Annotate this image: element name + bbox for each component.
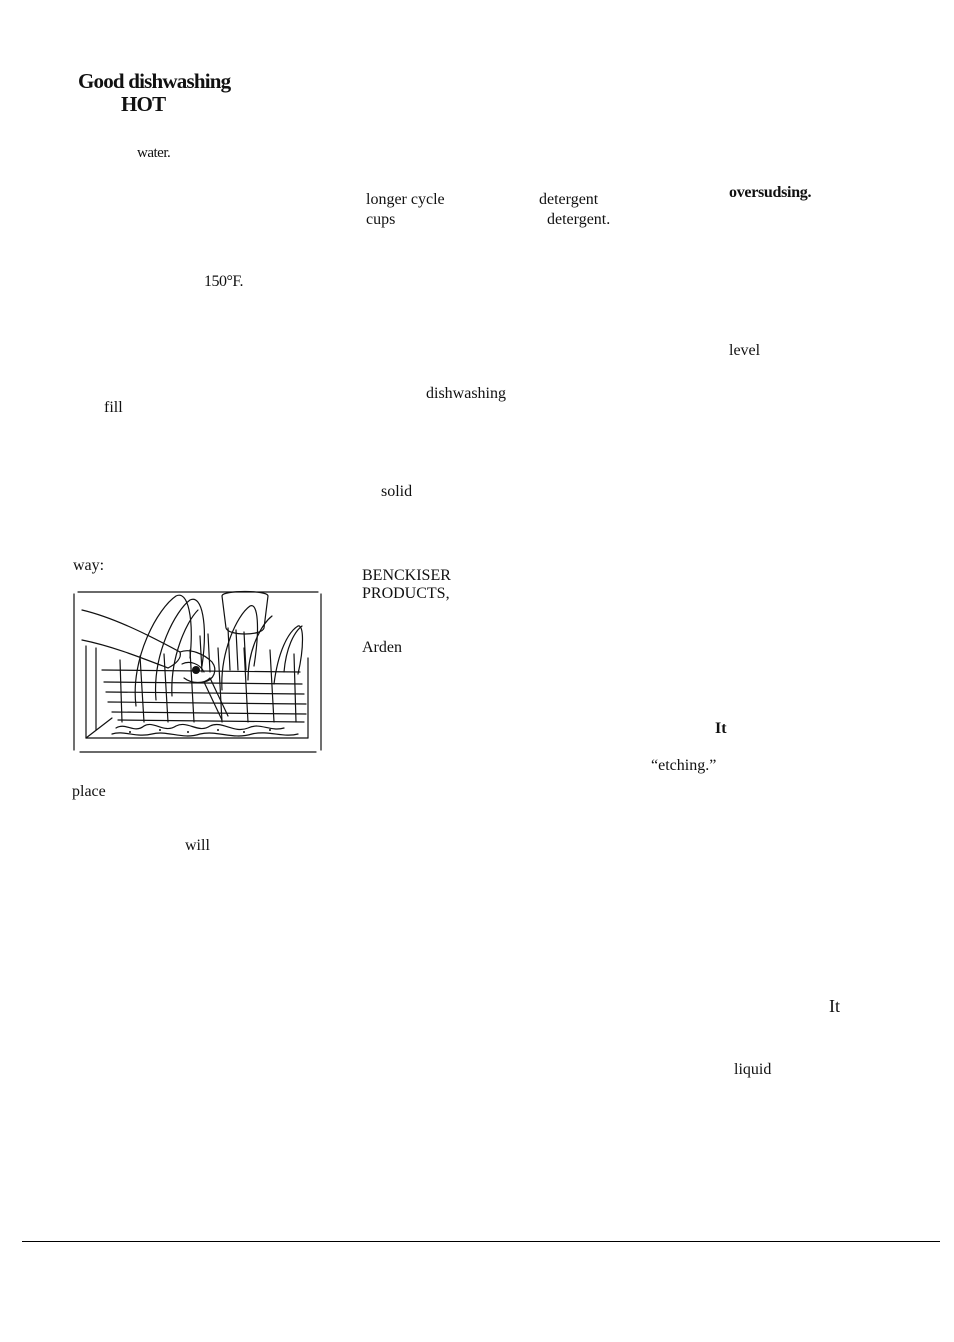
text-cups: cups <box>366 211 396 228</box>
text-longer-cycle: longer cycle <box>366 191 445 208</box>
dishwasher-rack-illustration <box>73 590 322 753</box>
heading-line-2: HOT <box>121 92 166 116</box>
text-benckiser: BENCKISER <box>362 567 451 584</box>
text-liquid: liquid <box>734 1061 772 1078</box>
footer-rule <box>22 1241 940 1242</box>
text-etching: “etching.” <box>651 757 717 774</box>
text-level: level <box>729 342 761 359</box>
text-solid: solid <box>381 483 413 500</box>
heading-line-1: Good dishwashing <box>78 69 231 93</box>
text-arden: Arden <box>362 639 402 656</box>
text-dishwashing: dishwashing <box>426 385 506 402</box>
text-place: place <box>72 783 106 800</box>
text-temperature: 150°F. <box>204 273 244 290</box>
text-fill: fill <box>104 399 123 416</box>
text-will: will <box>185 837 210 854</box>
text-products: PRODUCTS, <box>362 585 450 602</box>
text-water: water. <box>137 145 171 161</box>
text-it-1: It <box>715 720 727 737</box>
text-way: way: <box>73 557 105 574</box>
text-detergent-2: detergent. <box>547 211 611 228</box>
text-detergent-1: detergent <box>539 191 599 208</box>
text-it-2: It <box>829 996 840 1016</box>
text-oversudsing: oversudsing. <box>729 184 812 201</box>
